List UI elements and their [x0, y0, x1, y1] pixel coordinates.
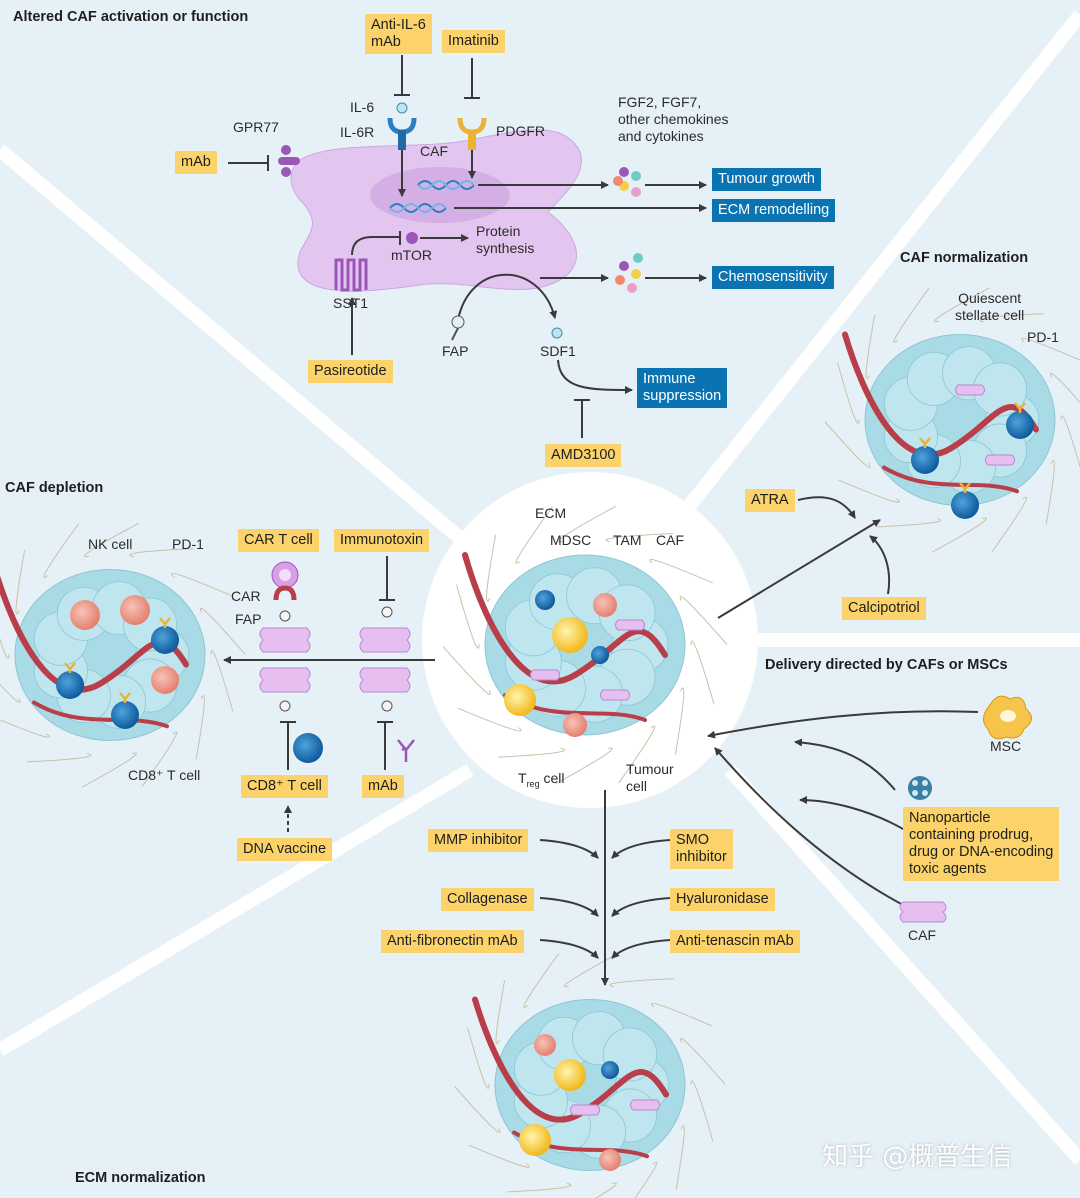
- cd8-t-cell-box: CD8⁺ T cell: [241, 775, 328, 798]
- section-title-normalization: CAF normalization: [900, 250, 1029, 266]
- tumour-growth-box: Tumour growth: [712, 168, 821, 191]
- collagenase-box: Collagenase: [441, 888, 534, 911]
- cytokine-dots-2: [615, 253, 643, 293]
- msc-cell: [983, 695, 1032, 740]
- cd8-t-cell-label: CD8⁺ T cell: [128, 767, 201, 783]
- fap-label-depletion: FAP: [235, 611, 262, 627]
- dna-upper: [417, 180, 475, 190]
- msc-label: MSC: [990, 738, 1022, 754]
- amd3100-box: AMD3100: [545, 444, 622, 467]
- mab-box-gpr77: mAb: [175, 151, 217, 174]
- immune-suppression-box: Immune suppression: [637, 368, 728, 408]
- pd1-label-normalization: PD-1: [1027, 329, 1059, 345]
- ecm-label: ECM: [535, 505, 567, 521]
- pdgfr-receptor: [457, 117, 487, 150]
- mtor-label: mTOR: [391, 247, 432, 263]
- hyaluronidase-box: Hyaluronidase: [670, 888, 775, 911]
- pasireotide-box: Pasireotide: [308, 360, 393, 383]
- gpr77-label: GPR77: [233, 119, 279, 135]
- chemosensitivity-box: Chemosensitivity: [712, 266, 834, 289]
- caf-shapes-depletion: [259, 627, 411, 693]
- section-title-delivery: Delivery directed by CAFs or MSCs: [765, 657, 1008, 673]
- smo-inhibitor-box: SMO inhibitor: [670, 829, 733, 869]
- car-t-cell-box: CAR T cell: [238, 529, 319, 552]
- quiescent-stellate-label: Quiescent stellate cell: [955, 290, 1025, 323]
- antibody-icon: [397, 739, 415, 762]
- mtor-dot: [406, 232, 418, 244]
- sdf1-label: SDF1: [540, 343, 576, 359]
- fap-markers-depletion: [279, 606, 393, 712]
- nanoparticle-box: Nanoparticle containing prodrug, drug or…: [903, 807, 1060, 881]
- caf-shape-delivery: [899, 901, 947, 923]
- treg-cell-label: Treg cell: [518, 770, 565, 789]
- fap-marker: [451, 315, 465, 341]
- fgf-cytokines-label: FGF2, FGF7, other chemokines and cytokin…: [618, 94, 729, 144]
- section-title-ecm: ECM normalization: [75, 1170, 206, 1186]
- immunotoxin-box: Immunotoxin: [334, 529, 430, 552]
- fap-label: FAP: [442, 343, 469, 359]
- caf-label-delivery: CAF: [908, 927, 936, 943]
- dna-vaccine-box: DNA vaccine: [237, 838, 333, 861]
- gpr77-receptor: [278, 145, 300, 177]
- section-title-activation: Altered CAF activation or function: [13, 9, 249, 25]
- tumour-cluster-center: [442, 505, 728, 785]
- dna-lower: [389, 203, 447, 213]
- sst1-receptor: [334, 258, 368, 292]
- calcipotriol-box: Calcipotriol: [842, 597, 926, 620]
- car-label: CAR: [231, 588, 261, 604]
- imatinib-box: Imatinib: [442, 30, 505, 53]
- mmp-inhibitor-box: MMP inhibitor: [428, 829, 529, 852]
- caf-nucleus: [370, 167, 510, 223]
- mab-box-depletion: mAb: [362, 775, 404, 798]
- nk-cell-label: NK cell: [88, 536, 133, 552]
- caf-label: CAF: [420, 143, 448, 159]
- ecm-remodelling-box: ECM remodelling: [712, 199, 836, 222]
- il6r-receptor: [387, 102, 417, 150]
- cd8-t-cell-icon: [293, 733, 323, 763]
- section-dividers: [0, 10, 1080, 1165]
- cytokine-dots-1: [613, 167, 641, 197]
- car-t-cell: [271, 561, 299, 601]
- caf-label-center: CAF: [656, 532, 684, 548]
- il6-label: IL-6: [350, 99, 375, 115]
- tumour-cell-label: Tumour cell: [626, 761, 674, 794]
- anti-tenascin-mab-box: Anti-tenascin mAb: [670, 930, 800, 953]
- tumour-cluster-ecm: [454, 952, 726, 1198]
- section-title-depletion: CAF depletion: [5, 480, 104, 496]
- mdsc-label: MDSC: [550, 532, 592, 548]
- tumour-cluster-normalization: [824, 287, 1080, 553]
- pd1-label-depletion: PD-1: [172, 536, 204, 552]
- sdf1-dot: [551, 327, 563, 339]
- anti-il6-mab-box: Anti-IL-6 mAb: [365, 14, 432, 54]
- il6r-label: IL-6R: [340, 124, 375, 140]
- nanoparticle-icon: [908, 776, 932, 800]
- watermark: 知乎 @概普生信: [822, 1142, 1013, 1172]
- anti-fibronectin-mab-box: Anti-fibronectin mAb: [381, 930, 524, 953]
- tumour-cluster-depletion: [0, 522, 246, 788]
- sst1-label: SST1: [333, 295, 369, 311]
- atra-box: ATRA: [745, 489, 795, 512]
- tam-label: TAM: [613, 532, 642, 548]
- protein-synthesis-label: Protein synthesis: [476, 223, 535, 256]
- pdgfr-label: PDGFR: [496, 123, 545, 139]
